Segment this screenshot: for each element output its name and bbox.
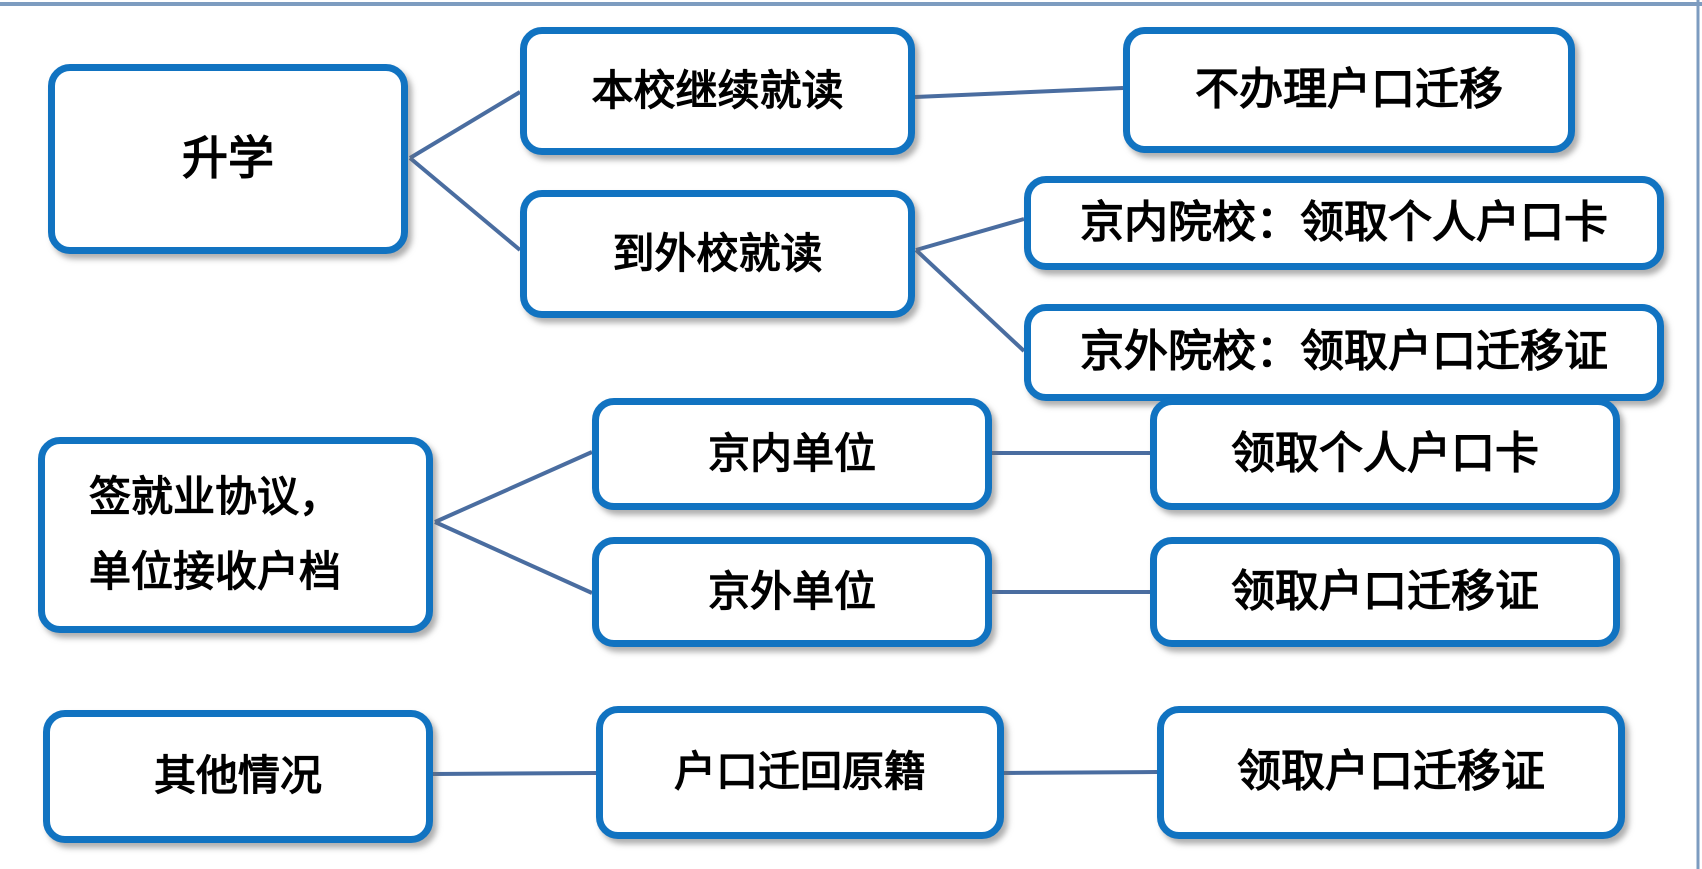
node-qian-jiuye-line1: 签就业协议， [89, 472, 342, 522]
node-jingwai-danwei: 京外单位 [592, 537, 992, 647]
node-lingqu-geren-hukou-ka: 领取个人户口卡 [1150, 398, 1620, 510]
node-jingnei-danwei: 京内单位 [592, 398, 992, 510]
node-lingqu-qianyi-zheng-row3: 领取户口迁移证 [1157, 706, 1625, 839]
connector-daowaixiao-jingnei [915, 217, 1025, 252]
connector-shengxue-daowaixiao [408, 156, 522, 252]
connector-qianjiuye-jingnei-danwei [434, 450, 593, 524]
node-jingnei-yuanxiao: 京内院校：领取个人户口卡 [1024, 176, 1664, 270]
node-lingqu-qianyi-zheng-row2: 领取户口迁移证 [1150, 537, 1620, 647]
node-qita-qingkuang: 其他情况 [43, 710, 433, 843]
connector-shengxue-benxiao [408, 90, 522, 160]
connector-huiqian-zheng [1003, 770, 1158, 775]
node-qian-jiuye-line2: 单位接收户档 [89, 547, 342, 596]
connector-daowaixiao-jingwai [914, 248, 1026, 353]
node-shengxue: 升学 [48, 64, 408, 254]
node-hukou-qianhui-yuanji: 户口迁回原籍 [596, 706, 1004, 839]
node-qian-jiuye-xieyi: 签就业协议， 单位接收户档 [38, 437, 433, 633]
node-jingwai-yuanxiao: 京外院校：领取户口迁移证 [1024, 304, 1664, 401]
node-dao-waixiao-jiudu: 到外校就读 [520, 190, 915, 318]
connector-benxiao-buban [914, 86, 1124, 99]
connector-qianjiuye-jingwai-danwei [434, 520, 593, 595]
node-buban-hukou-qianyi: 不办理户口迁移 [1123, 27, 1575, 153]
node-benxiao-jixu-jiudu: 本校继续就读 [520, 27, 915, 155]
connector-qita-huiqian [432, 771, 597, 776]
